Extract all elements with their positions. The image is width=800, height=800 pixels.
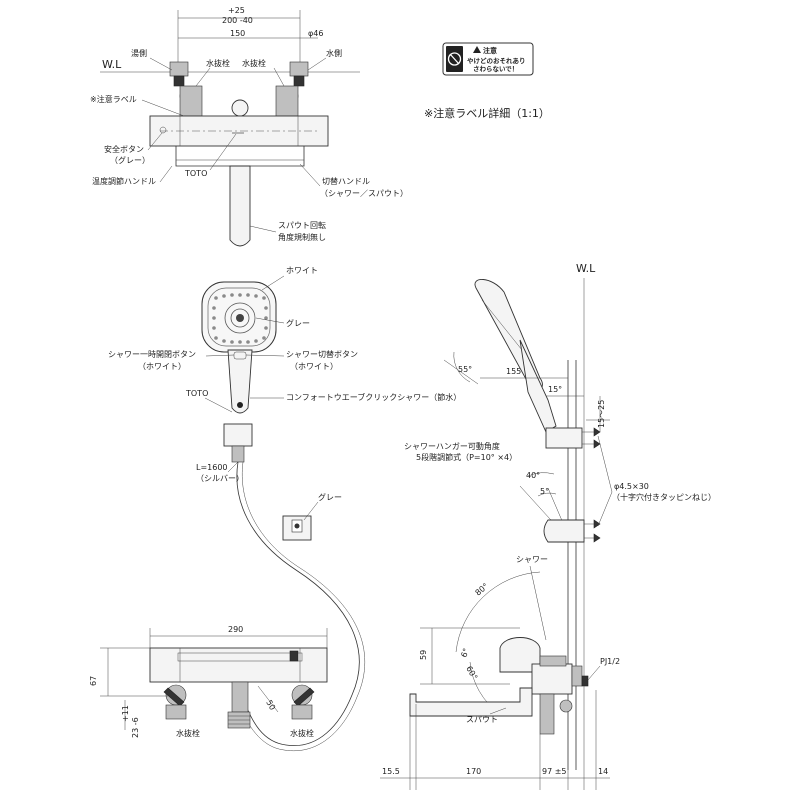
label-spout-rotation: スパウト回転	[278, 221, 326, 230]
dim-angle-15: 15°	[548, 385, 562, 394]
dim-phi46: φ46	[308, 29, 323, 38]
label-shower-side: シャワー	[516, 555, 548, 564]
safety-button-mark	[159, 126, 167, 134]
label-switch-handle: 切替ハンドル	[322, 176, 370, 186]
label-comfort-wave: コンフォートウエーブクリックシャワー（節水）	[286, 392, 461, 402]
label-drain-plug-1: 水抜栓	[206, 58, 230, 68]
warning-line2: さわらないで！	[473, 64, 518, 73]
warning-header: 注意	[483, 46, 497, 55]
spout	[229, 165, 251, 247]
dim-angle-55: 55°	[458, 365, 472, 374]
label-drain-bottom-1: 水抜栓	[176, 728, 200, 738]
dim-15-5: 15.5	[382, 767, 400, 776]
dim-150: 150	[230, 29, 245, 38]
label-gray-head: グレー	[286, 318, 310, 328]
dim-290: 290	[228, 625, 243, 634]
label-white: ホワイト	[286, 266, 318, 275]
label-safety-button: 安全ボタン	[104, 144, 144, 154]
dim-plus25: +25	[228, 6, 245, 15]
dim-angle-40: 40°	[526, 471, 540, 480]
warning-triangle-icon	[473, 46, 481, 53]
label-shower-pause: シャワー一時開閉ボタン	[108, 350, 196, 359]
hanger-pivot-side	[543, 519, 585, 543]
label-hose-color: （シルバー）	[196, 474, 244, 483]
label-hot-side: 湯側	[131, 48, 147, 58]
side-view: W.L 55° 155 15° 15～25 シャワーハンガー可動角度 5段階調節…	[380, 262, 716, 790]
label-shower-pause-sub: （ホワイト）	[138, 362, 186, 371]
hanger-side	[545, 427, 583, 449]
warning-line1: やけどのおそれあり	[467, 56, 526, 65]
label-hanger-angle: シャワーハンガー可動角度	[404, 441, 500, 451]
dim-23: 23 -6	[131, 717, 140, 738]
label-spout-side: スパウト	[466, 715, 498, 724]
label-toto-top: TOTO	[184, 169, 207, 178]
caution-label-detail: 注意 やけどのおそれあり さわらないで！ ※注意ラベル詳細（1:1）	[424, 42, 550, 120]
label-shower-switch: シャワー切替ボタン	[286, 349, 358, 359]
label-pj: PJ1/2	[600, 657, 620, 666]
dim-155: 155	[506, 367, 521, 376]
dim-200: 200 -40	[222, 16, 253, 25]
label-screw: φ4.5×30	[614, 482, 649, 491]
wl-side-label: W.L	[576, 262, 596, 275]
cold-inlet-nut	[289, 61, 309, 77]
dim-plus11: +11	[121, 705, 130, 722]
dim-170: 170	[466, 767, 481, 776]
hot-inlet-nut	[169, 61, 189, 77]
label-drain-bottom-2: 水抜栓	[290, 728, 314, 738]
label-switch-handle-sub: （シャワー／スパウト）	[320, 189, 408, 198]
label-screw-sub: （十字穴付きタッピンねじ）	[612, 492, 716, 502]
dim-angle-60: 60°	[464, 665, 479, 682]
dim-67: 67	[89, 676, 98, 686]
no-touch-icon	[447, 52, 462, 66]
label-drain-plug-2: 水抜栓	[242, 58, 266, 68]
shower-grip	[227, 349, 253, 414]
spout-side	[409, 687, 533, 717]
dim-14: 14	[598, 767, 608, 776]
dim-angle-6: 6°	[459, 647, 471, 659]
dim-59: 59	[419, 650, 428, 660]
wl-top-label: W.L	[102, 58, 122, 71]
label-hose-length: L=1600	[196, 463, 228, 472]
label-toto-head: TOTO	[185, 389, 208, 398]
label-gray-hanger: グレー	[318, 492, 342, 502]
caution-detail-caption: ※注意ラベル詳細（1:1）	[424, 106, 550, 120]
dim-angle-80: 80°	[474, 582, 491, 598]
label-temp-handle: 温度調節ハンドル	[92, 176, 156, 186]
front-view-mixer: +25 200 -40 150 φ46 W.L 湯側 水側	[90, 6, 408, 247]
label-hanger-angle-sub: 5段階調節式（P=10° ×4）	[416, 452, 517, 462]
dim-15-25: 15～25	[597, 400, 606, 428]
label-caution-sticker: ※注意ラベル	[90, 94, 137, 104]
shower-pause-button	[237, 402, 243, 408]
hanger-part: グレー	[282, 492, 342, 541]
label-spout-rotation-sub: 角度規制無し	[278, 232, 326, 242]
label-safety-button-sub: （グレー）	[110, 155, 150, 165]
dim-50: 50	[264, 699, 277, 712]
dim-97: 97 ±5	[542, 767, 567, 776]
shower-head-front: ホワイト グレー シャワー一時開閉ボタン （ホワイト） シャワー切替ボタン （ホ…	[108, 266, 461, 483]
label-cold-side: 水側	[326, 48, 342, 58]
hose-connector	[223, 423, 253, 447]
dim-angle-5: 5°	[540, 487, 549, 496]
shower-hose	[236, 461, 360, 747]
label-shower-switch-sub: （ホワイト）	[290, 362, 338, 371]
mixer-top-view: 290 67 +11 23 -6 50 水抜栓 水抜栓	[89, 625, 328, 738]
